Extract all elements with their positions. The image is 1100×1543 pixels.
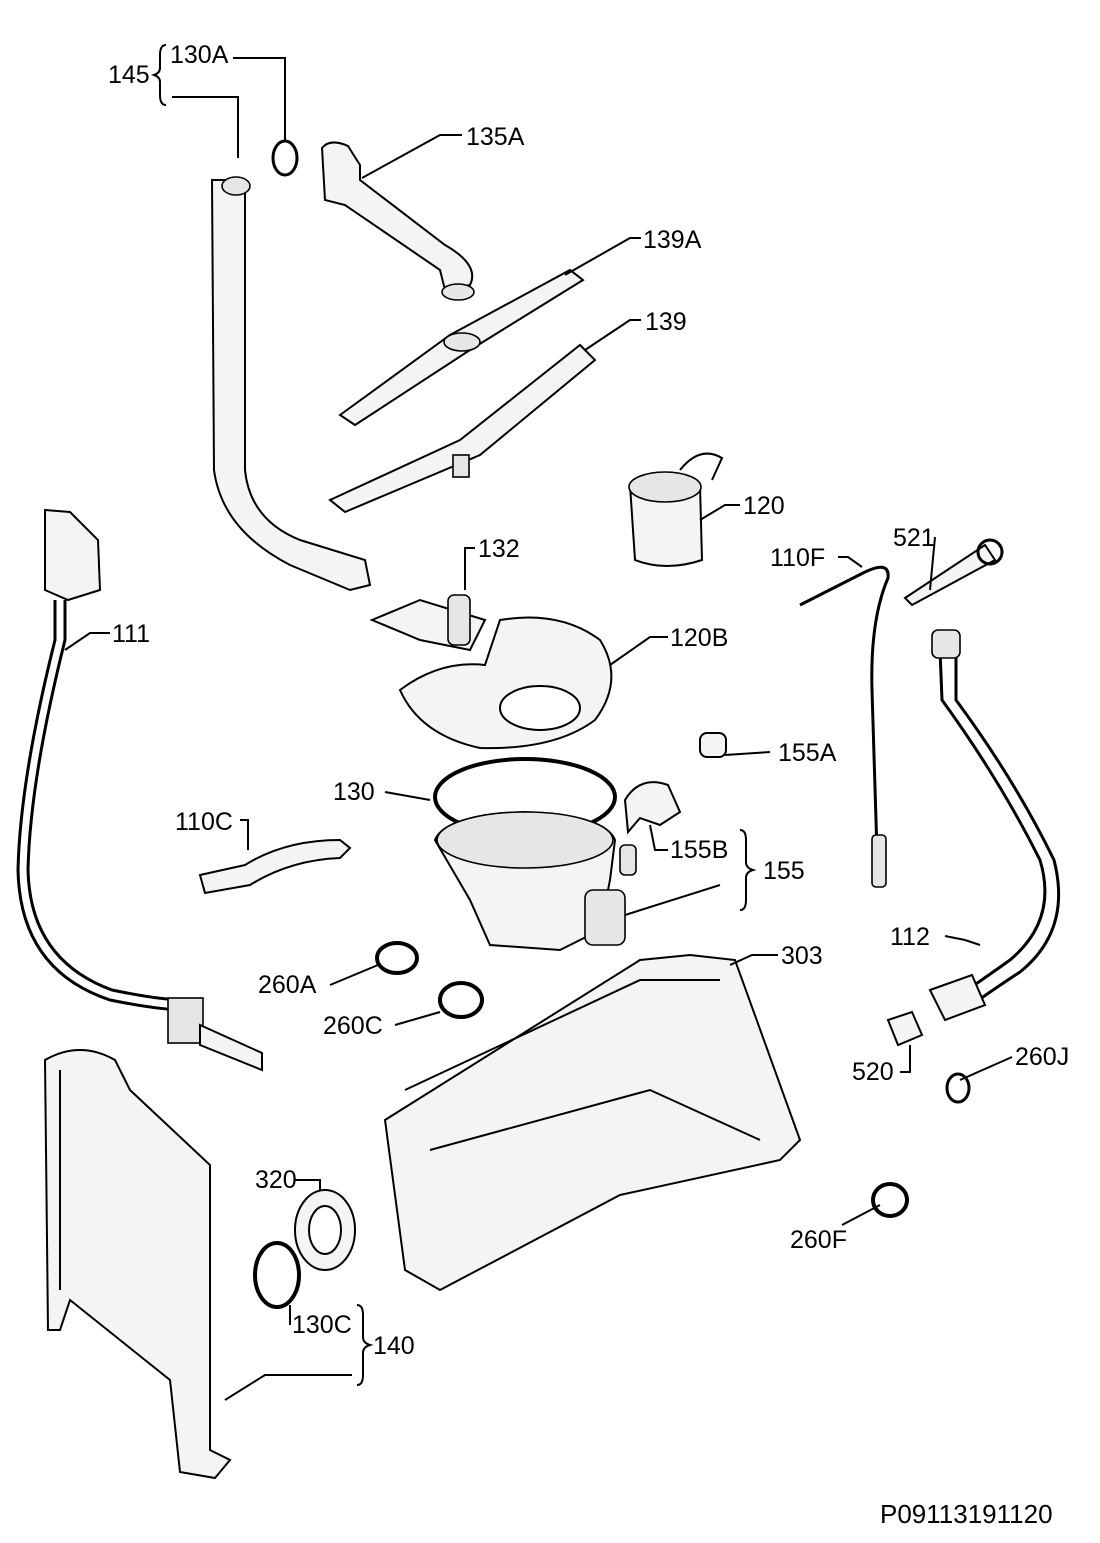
micro-filter-120b xyxy=(398,616,613,750)
seal-320 xyxy=(294,1189,356,1271)
label-155: 155 xyxy=(763,857,805,885)
label-120b: 120B xyxy=(670,624,728,652)
sump-assembly-155 xyxy=(433,810,637,952)
clamp-260c xyxy=(438,981,484,1019)
leader-lines xyxy=(64,44,1013,1401)
clamp-260a xyxy=(375,941,419,975)
nut-520 xyxy=(886,1010,924,1047)
label-260f: 260F xyxy=(790,1226,847,1254)
label-320: 320 xyxy=(255,1166,297,1194)
side-panel-140 xyxy=(43,1049,232,1480)
drawing-reference: P09113191120 xyxy=(880,1499,1053,1529)
hose-110c xyxy=(198,838,352,895)
label-135a: 135A xyxy=(466,123,525,151)
lower-spray-arm-139 xyxy=(328,343,597,514)
bracket-132 xyxy=(369,594,487,652)
label-303: 303 xyxy=(781,942,823,970)
label-260a: 260A xyxy=(258,971,317,999)
label-130: 130 xyxy=(333,778,375,806)
supply-pipe-145 xyxy=(210,176,372,592)
label-111: 111 xyxy=(112,620,150,648)
label-110c: 110C xyxy=(175,808,233,836)
o-ring-130a xyxy=(271,139,299,177)
drain-hose-112 xyxy=(928,629,1061,1022)
connector-155a xyxy=(699,732,727,758)
clamp-260j xyxy=(945,1072,971,1104)
label-112: 112 xyxy=(890,923,930,951)
spray-arm-feed-135a xyxy=(320,141,475,301)
upper-spray-arm-139a xyxy=(338,268,585,427)
ring-130c xyxy=(253,1241,301,1309)
label-120: 120 xyxy=(743,492,785,520)
cover-155b xyxy=(623,781,682,835)
label-140: 140 xyxy=(373,1332,415,1360)
label-155b: 155B xyxy=(670,836,728,864)
base-tray-303 xyxy=(383,953,802,1292)
label-130a: 130A xyxy=(170,41,229,69)
clamp-260f xyxy=(871,1182,909,1218)
label-145: 145 xyxy=(108,61,150,89)
label-260j: 260J xyxy=(1015,1043,1069,1071)
label-132: 132 xyxy=(478,535,520,563)
label-520: 520 xyxy=(852,1058,894,1086)
label-110f: 110F xyxy=(770,544,825,572)
label-521: 521 xyxy=(893,524,935,552)
label-139: 139 xyxy=(645,308,687,336)
label-155a: 155A xyxy=(778,739,837,767)
clip-521 xyxy=(903,538,1004,607)
label-260c: 260C xyxy=(323,1012,383,1040)
hose-110f xyxy=(799,565,890,888)
filter-120 xyxy=(628,452,724,567)
inlet-hose-111 xyxy=(16,508,263,1072)
label-139a: 139A xyxy=(643,226,702,254)
label-130c: 130C xyxy=(292,1311,352,1339)
